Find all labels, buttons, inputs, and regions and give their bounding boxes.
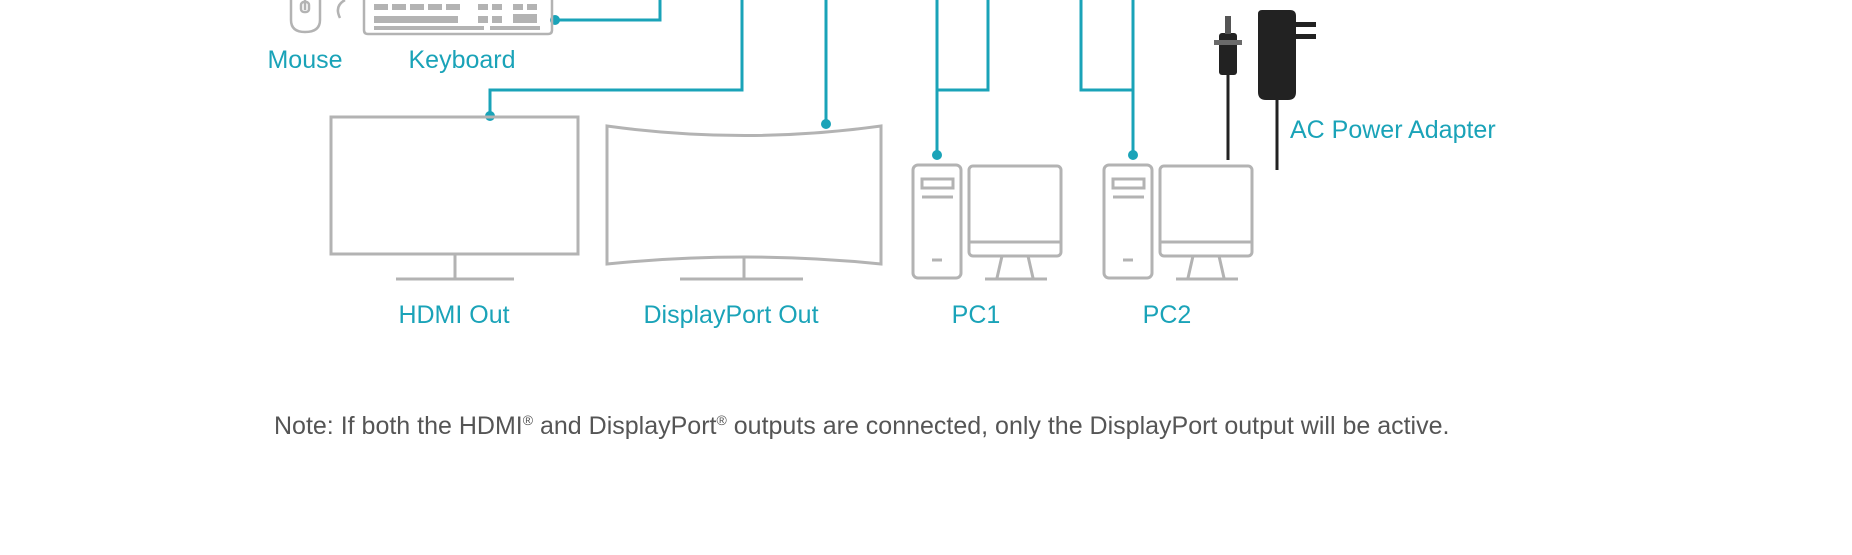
connection-note: Note: If both the HDMI® and DisplayPort®… xyxy=(274,404,1594,442)
hdmi-out-label: HDMI Out xyxy=(398,301,510,329)
pc1-connector-dot xyxy=(932,150,942,160)
keyboard-icon xyxy=(362,0,554,36)
pc1-tower-icon xyxy=(911,163,963,280)
pc2-monitor-icon xyxy=(1158,164,1254,281)
connection-cables xyxy=(488,0,1135,155)
curved-monitor-icon xyxy=(605,124,883,281)
hdmi-monitor-icon xyxy=(329,115,580,281)
pc1-cable-b xyxy=(937,0,990,92)
pc2-tower-icon xyxy=(1102,163,1154,280)
ac-power-adapter-label: AC Power Adapter xyxy=(1290,116,1496,144)
cable-connectors xyxy=(485,15,1138,160)
displayport-connector-dot xyxy=(821,119,831,129)
mouse-icon xyxy=(289,0,346,34)
keyboard-cable xyxy=(553,0,662,22)
note-text-part2: and DisplayPort xyxy=(533,412,717,440)
pc1-label: PC1 xyxy=(951,301,1001,329)
pc2-label: PC2 xyxy=(1142,301,1192,329)
hdmi-cable xyxy=(488,0,744,116)
keyboard-label: Keyboard xyxy=(408,46,516,74)
pc2-connector-dot xyxy=(1128,150,1138,160)
mouse-label: Mouse xyxy=(267,46,343,74)
displayport-out-label: DisplayPort Out xyxy=(643,301,819,329)
note-registered-mark-hdmi: ® xyxy=(522,412,534,428)
pc1-monitor-icon xyxy=(967,164,1063,281)
note-text-part3: outputs are connected, only the DisplayP… xyxy=(726,412,1450,440)
note-registered-mark-displayport: ® xyxy=(716,412,727,428)
pc2-cable-b xyxy=(1079,0,1133,92)
power-adapter-icon xyxy=(1214,10,1316,170)
note-text-part1: Note: If both the HDMI xyxy=(274,412,523,440)
